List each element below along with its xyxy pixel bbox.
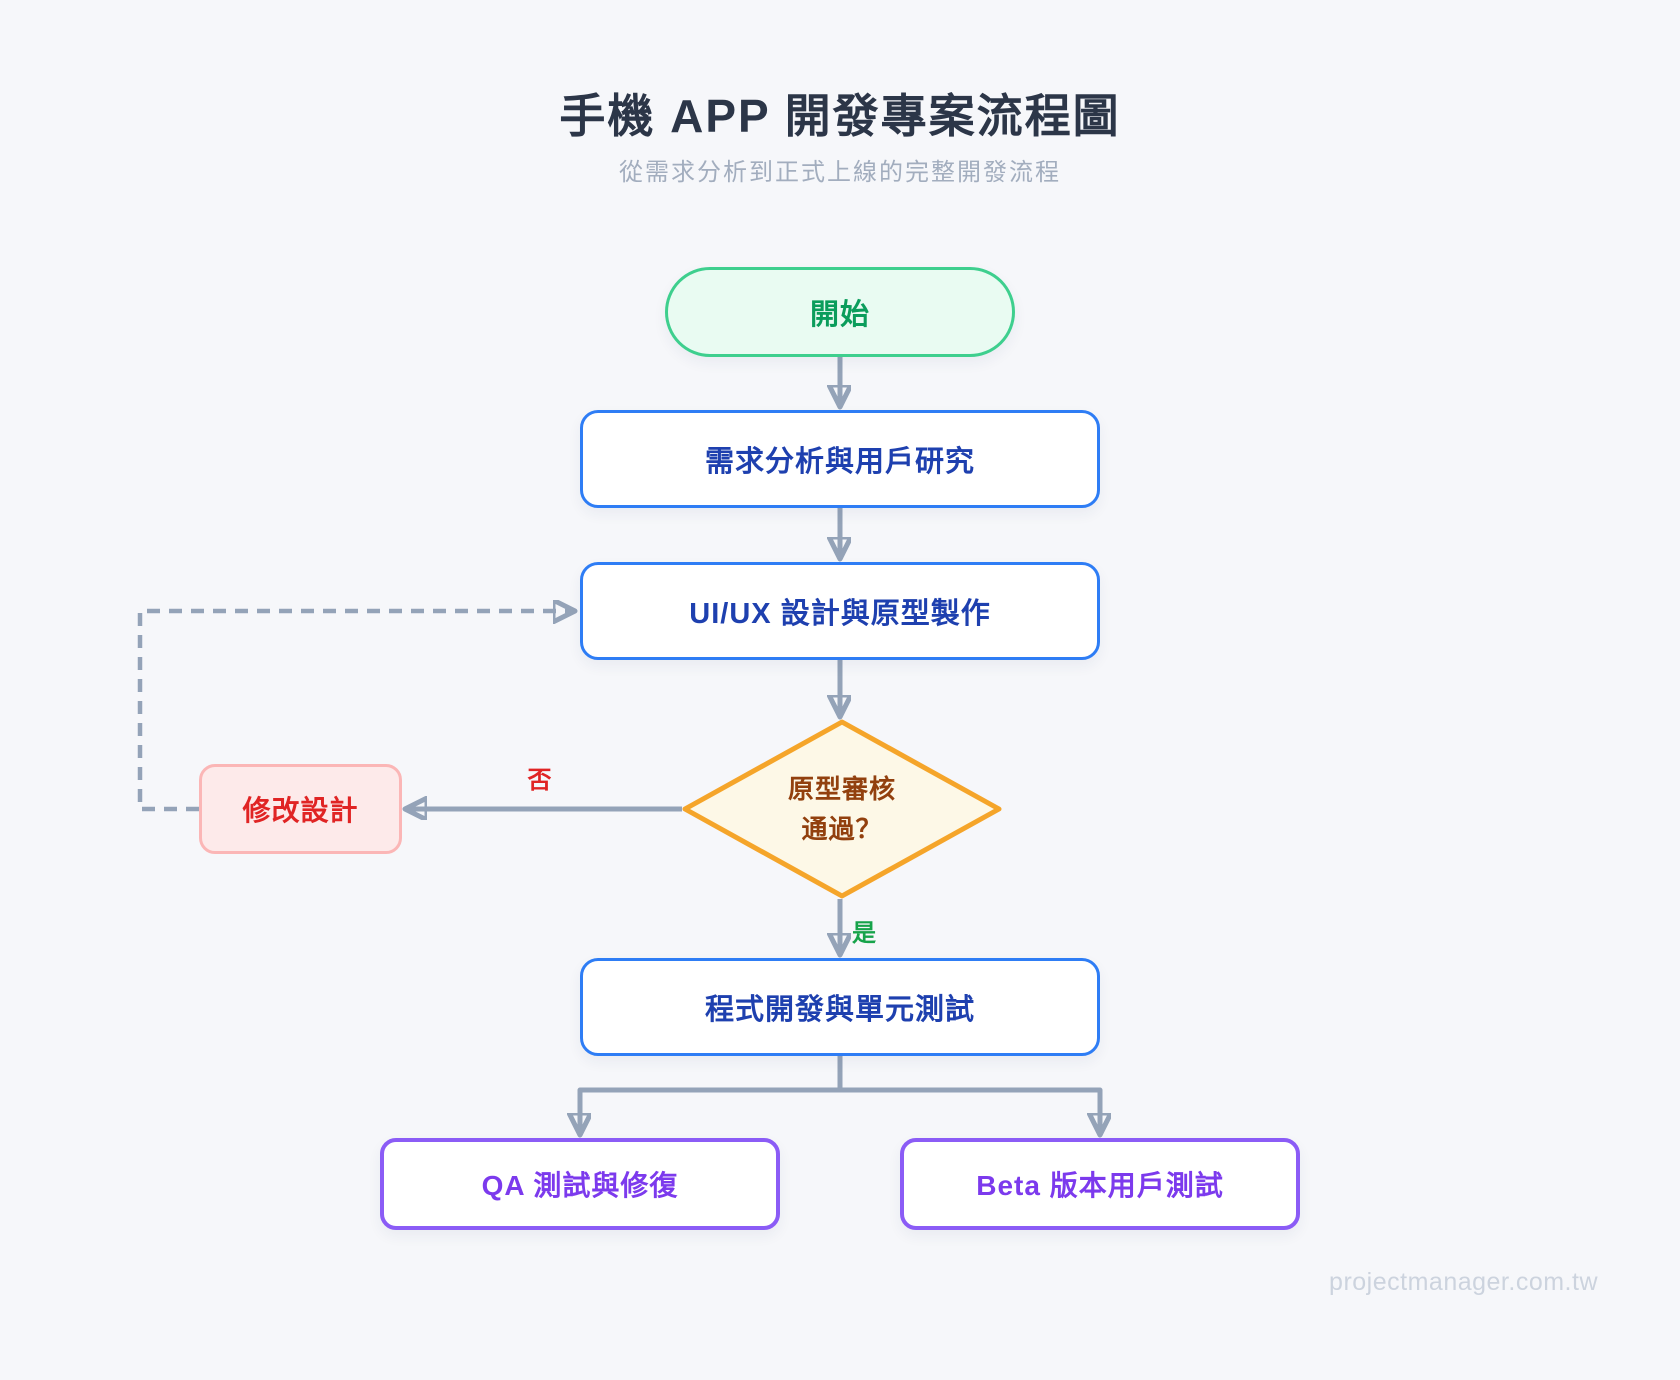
node-revise-label: 修改設計 [242, 795, 359, 826]
node-beta: Beta 版本用戶測試 [900, 1138, 1300, 1230]
edge-label-no: 否 [527, 767, 553, 794]
page-title: 手機 APP 開發專案流程圖 [559, 90, 1121, 142]
node-design-label: UI/UX 設計與原型製作 [689, 598, 991, 630]
edge-development-to-beta [840, 1087, 1100, 1132]
node-design: UI/UX 設計與原型製作 [580, 562, 1100, 660]
node-development-label: 程式開發與單元測試 [704, 994, 975, 1026]
page-subtitle: 從需求分析到正式上線的完整開發流程 [619, 159, 1061, 186]
node-review-label-line1: 原型審核 [787, 773, 896, 804]
node-start-label: 開始 [809, 299, 870, 331]
node-qa: QA 測試與修復 [380, 1138, 780, 1230]
node-beta-label: Beta 版本用戶測試 [976, 1170, 1224, 1201]
node-review-decision: 原型審核 通過？ [682, 719, 1002, 899]
node-qa-label: QA 測試與修復 [481, 1170, 679, 1201]
node-start: 開始 [665, 267, 1015, 357]
node-requirements-label: 需求分析與用戶研究 [704, 446, 975, 478]
watermark: projectmanager.com.tw [1329, 1268, 1598, 1296]
node-review-label-line2: 通過？ [801, 814, 883, 844]
node-requirements: 需求分析與用戶研究 [580, 410, 1100, 508]
edge-revise-back-to-design [137, 611, 572, 812]
edge-development-to-qa [580, 1056, 843, 1132]
node-review-label: 原型審核 通過？ [682, 719, 1002, 899]
node-development: 程式開發與單元測試 [580, 958, 1100, 1056]
decision-diamond-shape [682, 719, 1002, 899]
edge-label-yes: 是 [852, 920, 877, 947]
node-revise: 修改設計 [199, 764, 402, 854]
